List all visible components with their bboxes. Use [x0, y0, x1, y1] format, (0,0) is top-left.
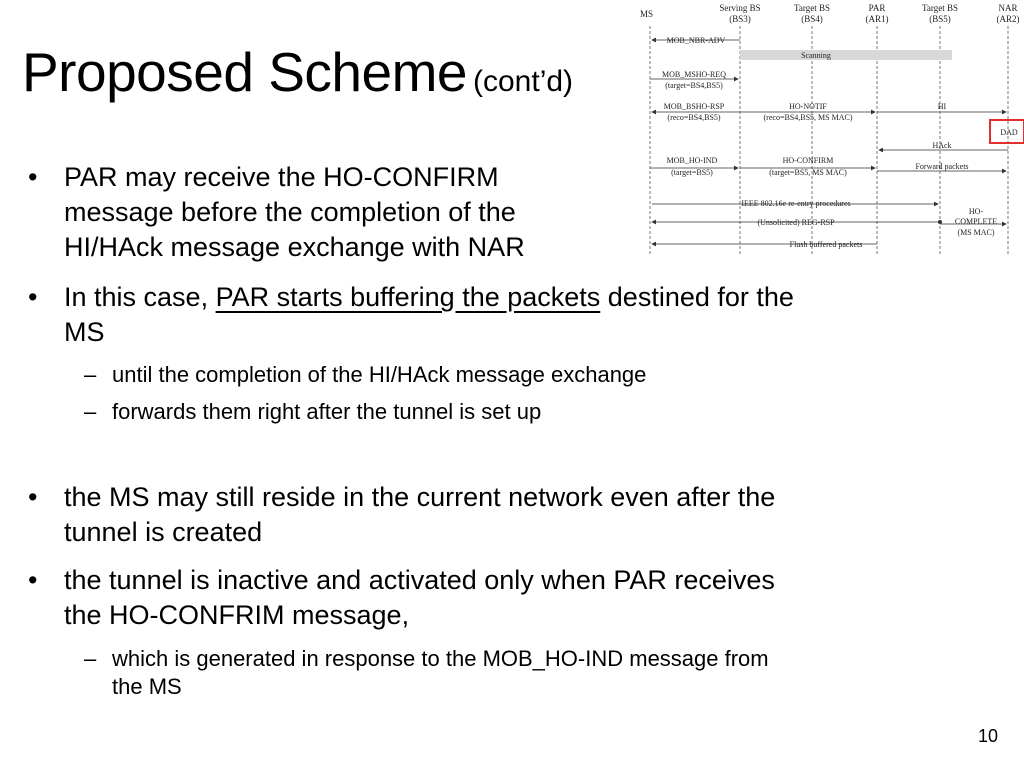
- node-par: PAR: [869, 3, 886, 13]
- bullet-marker: •: [28, 282, 38, 312]
- msg-ho-notif-arg: (reco=BS4,BS5, MS MAC): [764, 113, 853, 122]
- msg-scanning: Scanning: [801, 51, 831, 60]
- slide-title-suffix: (cont’d): [473, 65, 574, 98]
- bullet-1-line-1: PAR may receive the HO-CONFIRM: [64, 162, 499, 192]
- handover-sequence-diagram: MS Serving BS (BS3) Target BS (BS4) PAR …: [636, 0, 1024, 258]
- sub-bullet-2-2-text: forwards them right after the tunnel is …: [112, 399, 542, 424]
- node-par-id: (AR1): [866, 14, 889, 24]
- lifelines: [649, 26, 1009, 256]
- msg-reentry: IEEE 802.16e re-entry procedures: [741, 199, 850, 208]
- msg-flush: Flush buffered packets: [790, 240, 863, 249]
- bullet-2-line-2: MS: [64, 317, 105, 347]
- msg-bsho-rsp: MOB_BSHO-RSP: [664, 102, 725, 111]
- slide-title-main: Proposed Scheme: [22, 41, 468, 103]
- node-ms: MS: [640, 9, 653, 19]
- bullet-marker: •: [28, 482, 38, 512]
- msg-nbr-adv: MOB_NBR-ADV: [667, 36, 726, 45]
- bullet-1-line-3: HI/HAck message exchange with NAR: [64, 232, 525, 262]
- msg-bsho-rsp-arg: (reco=BS4,BS5): [667, 113, 721, 122]
- bullet-3-line-1: the MS may still reside in the current n…: [64, 482, 776, 512]
- page-number: 10: [977, 726, 998, 746]
- msg-ho-confirm: HO-CONFIRM: [783, 156, 834, 165]
- node-target-bs5: Target BS: [922, 3, 958, 13]
- msg-forward-packets: Forward packets: [915, 162, 968, 171]
- msg-ho-ind: MOB_HO-IND: [667, 156, 718, 165]
- dad-box: [989, 119, 1024, 144]
- sub-bullet-marker: –: [84, 646, 97, 671]
- msg-ho-complete-2: COMPLETE: [955, 217, 997, 226]
- bullet-marker: •: [28, 565, 38, 595]
- node-target-bs4: Target BS: [794, 3, 830, 13]
- bullet-1-line-2: message before the completion of the: [64, 197, 516, 227]
- bullet-marker: •: [28, 162, 38, 192]
- msg-msho-req: MOB_MSHO-REQ: [662, 70, 726, 79]
- bullet-2-pre: In this case,: [64, 282, 216, 312]
- msg-ho-complete-1: HO-: [969, 207, 984, 216]
- msg-ho-confirm-arg: (target=BS5, MS MAC): [769, 168, 847, 177]
- msg-reg-rsp: (Unsolicited) REG-RSP: [757, 218, 835, 227]
- msg-msho-req-arg: (target=BS4,BS5): [665, 81, 723, 90]
- bullet-3-line-2: tunnel is created: [64, 517, 263, 547]
- sub-bullet-2-1-text: until the completion of the HI/HAck mess…: [112, 362, 647, 387]
- sub-bullet-4-1-line-2: the MS: [112, 674, 182, 699]
- diagram-canvas: MS Serving BS (BS3) Target BS (BS4) PAR …: [640, 3, 1024, 256]
- msg-hack: HAck: [932, 141, 951, 150]
- sub-bullet-marker: –: [84, 399, 97, 424]
- slide-title: Proposed Scheme(cont’d): [22, 40, 573, 104]
- node-target-bs5-id: (BS5): [929, 14, 951, 24]
- sub-bullet-4-1-line-1: which is generated in response to the MO…: [112, 646, 769, 671]
- node-serving-bs: Serving BS: [719, 3, 760, 13]
- node-target-bs4-id: (BS4): [801, 14, 823, 24]
- msg-dad: DAD: [1000, 128, 1018, 137]
- scanning-bar: [740, 50, 952, 60]
- bullet-2-post: destined for the: [600, 282, 794, 312]
- msg-ho-notif: HO-NOTIF: [789, 102, 827, 111]
- node-serving-bs-id: (BS3): [729, 14, 751, 24]
- bullet-4-line-1: the tunnel is inactive and activated onl…: [64, 565, 775, 595]
- msg-ho-complete-3: (MS MAC): [957, 228, 994, 237]
- msg-hi: HI: [938, 102, 947, 111]
- node-nar: NAR: [998, 3, 1017, 13]
- sub-bullet-marker: –: [84, 362, 97, 387]
- bullet-4-line-2: the HO-CONFRIM message,: [64, 600, 410, 630]
- node-nar-id: (AR2): [997, 14, 1020, 24]
- msg-ho-ind-arg: (target=BS5): [671, 168, 713, 177]
- bullet-2-underlined: PAR starts buffering the packets: [215, 282, 601, 312]
